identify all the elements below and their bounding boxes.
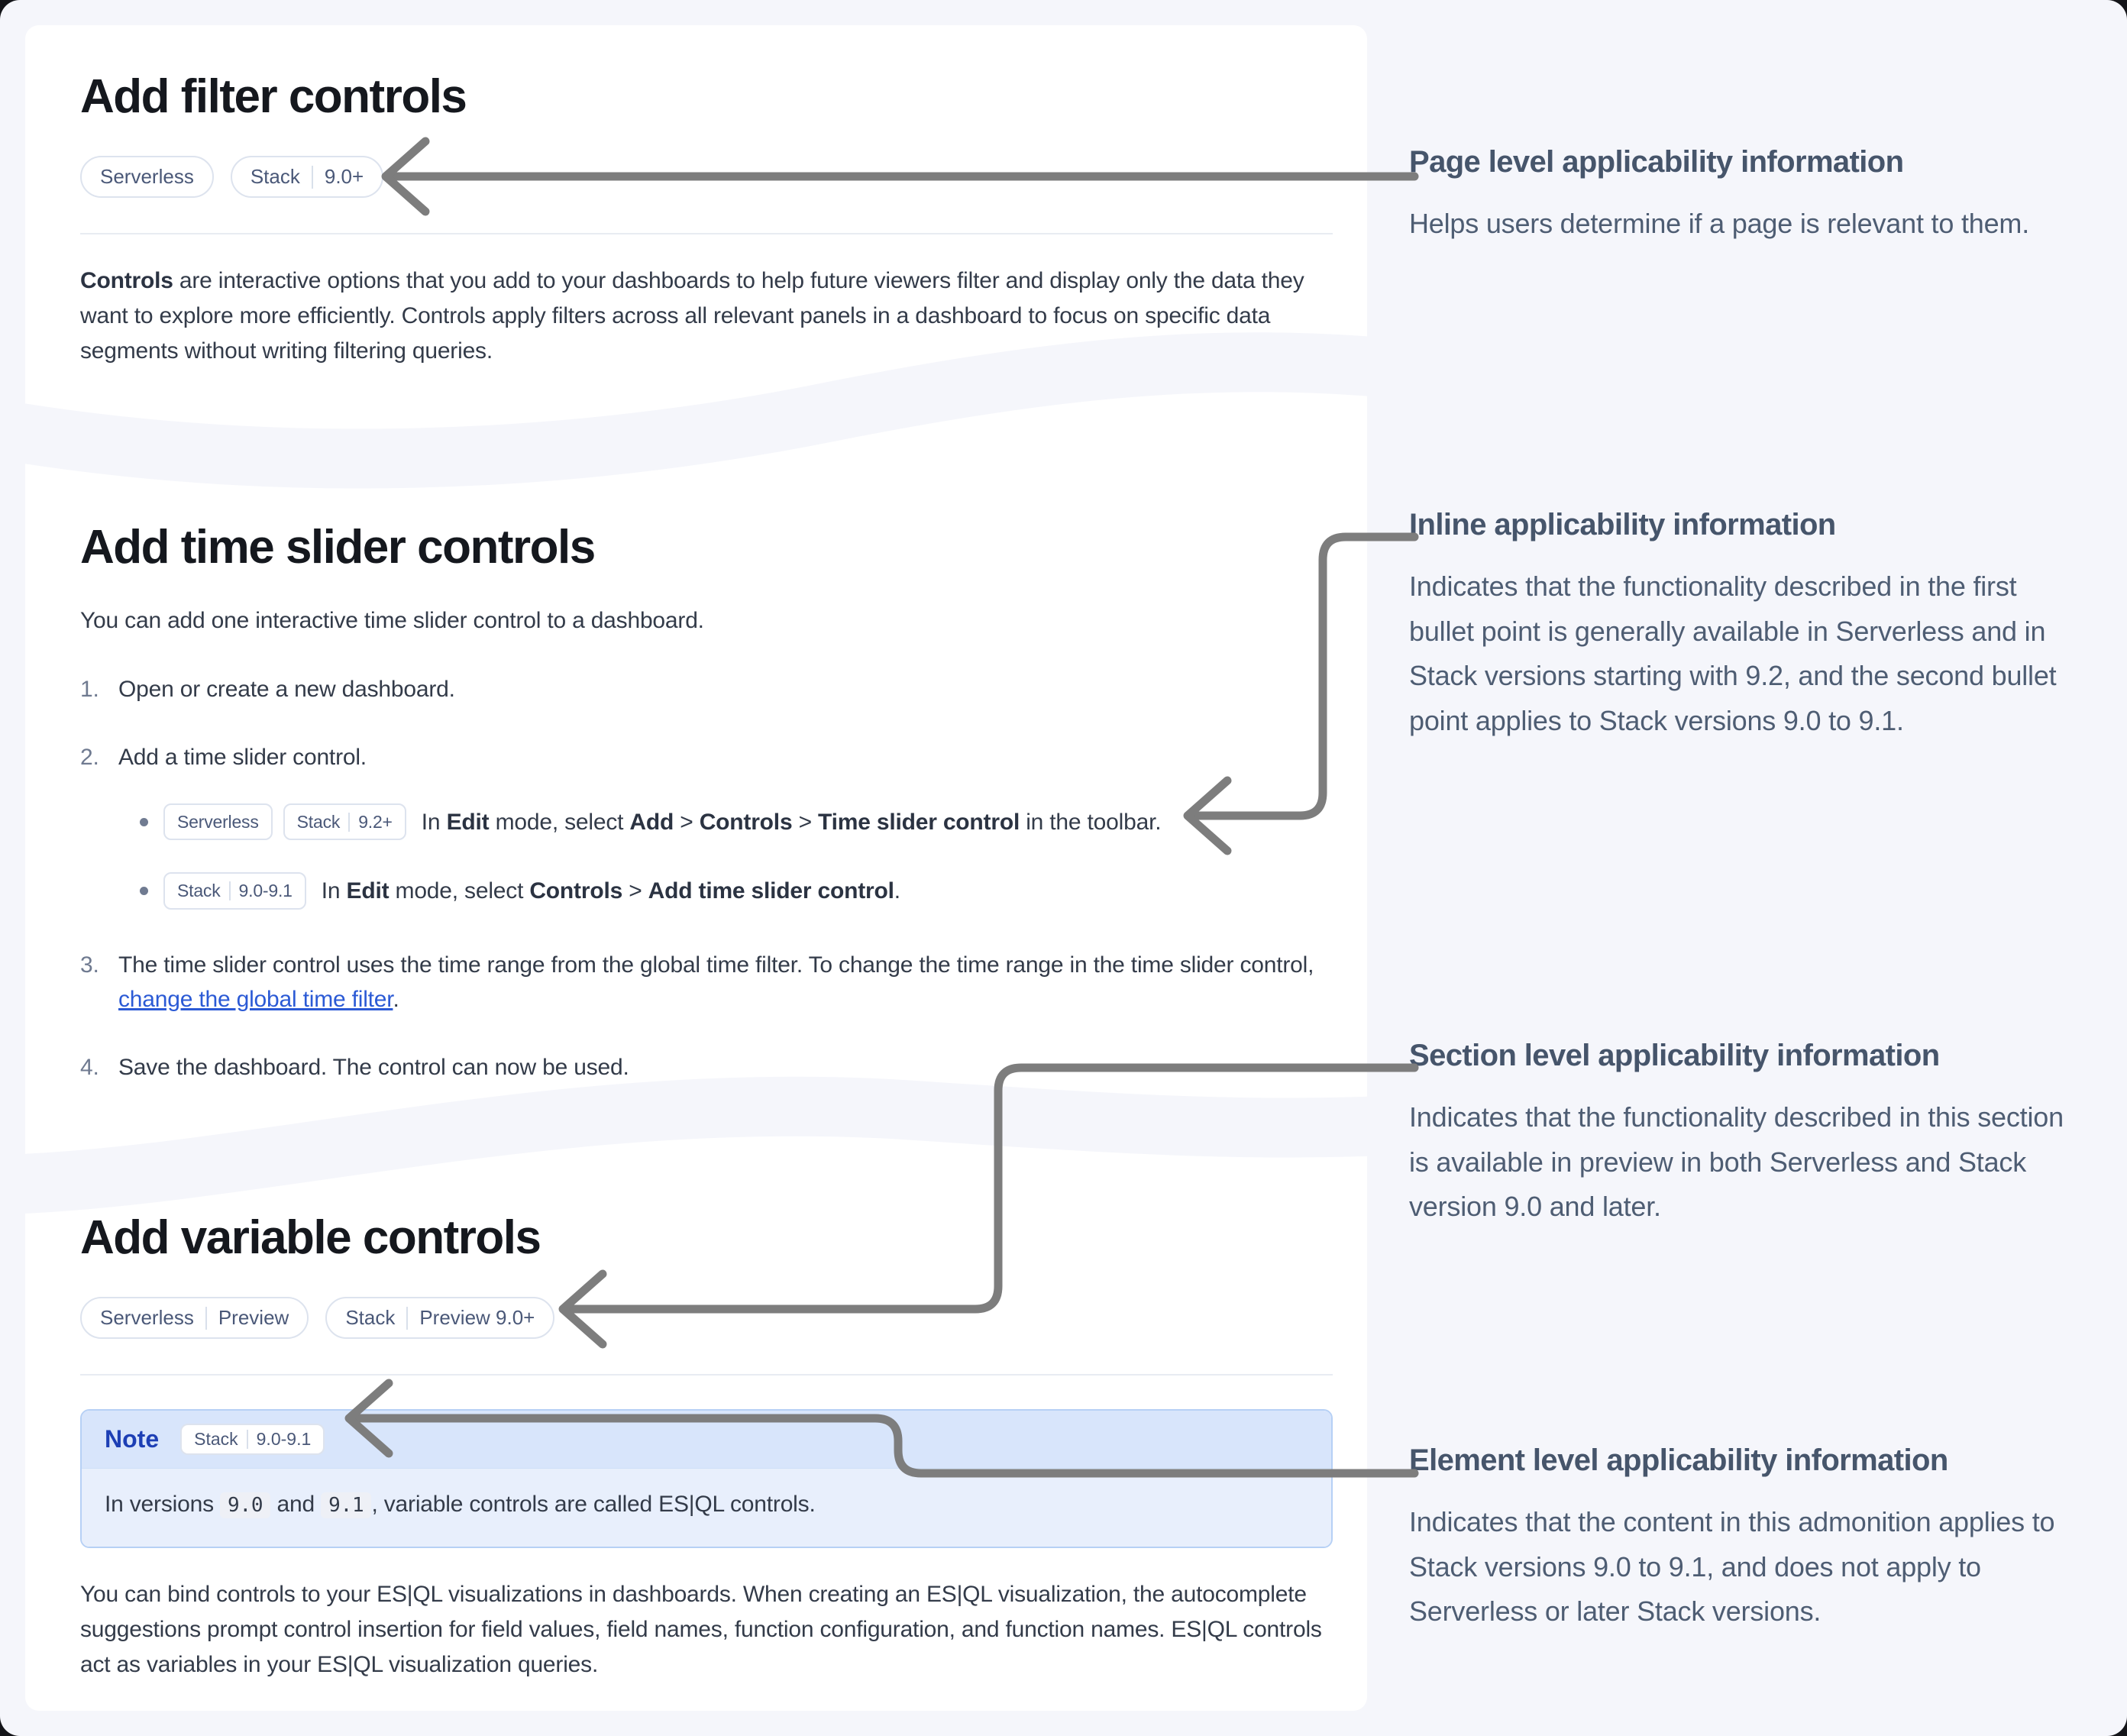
note-body-text: In versions 9.0 and 9.1, variable contro… <box>82 1468 1331 1547</box>
annotation-body: Indicates that the content in this admon… <box>1409 1506 2055 1628</box>
step-text: Save the dashboard. The control can now … <box>118 1054 629 1080</box>
annotation-title: Element level applicability information <box>1409 1443 1948 1477</box>
annotation-title: Section level applicability information <box>1409 1039 1940 1072</box>
section-title: Add time slider controls <box>80 521 596 574</box>
badge-divider <box>205 1306 207 1330</box>
divider <box>80 1374 1333 1376</box>
step-item: 1. Open or create a new dashboard. <box>80 672 1333 706</box>
note-label: Note <box>105 1425 160 1453</box>
applicability-badge: Serverless <box>163 803 273 841</box>
step-text: Add a time slider control. <box>118 744 367 770</box>
ordered-steps: 1. Open or create a new dashboard. 2. Add a… <box>80 672 1333 1085</box>
step-number: 2. <box>80 744 99 770</box>
annotation-title: Page level applicability information <box>1409 145 1904 179</box>
annotation-body: Indicates that the functionality describ… <box>1409 1101 2064 1223</box>
badge-divider <box>406 1306 409 1330</box>
inline-link[interactable]: change the global time filter <box>118 986 393 1012</box>
divider <box>80 233 1333 234</box>
bullet-dot <box>140 817 148 826</box>
step-item: 4. Save the dashboard. The control can no… <box>80 1050 1333 1085</box>
step-text: The time slider control uses the time ra… <box>118 952 1314 1012</box>
section-title: Add variable controls <box>80 1211 541 1264</box>
badge-divider <box>311 165 313 189</box>
step-item: 3. The time slider control uses the time … <box>80 948 1333 1017</box>
intro-paragraph: Controls are interactive options that yo… <box>80 268 1304 364</box>
badge-divider <box>348 812 351 832</box>
section-intro: You can add one interactive time slider … <box>80 608 704 633</box>
bullet-text: In Edit mode, select Add > Controls > Ti… <box>421 809 1162 835</box>
step-text: Open or create a new dashboard. <box>118 676 455 702</box>
bullet-dot <box>140 887 148 896</box>
bullet-text: In Edit mode, select Controls > Add time… <box>321 878 900 904</box>
page-title: Add filter controls <box>80 70 467 123</box>
annotation-title: Inline applicability information <box>1409 508 1836 541</box>
code-chip: 9.0 <box>220 1492 271 1518</box>
step-number: 3. <box>80 952 99 978</box>
annotation-body: Indicates that the functionality describ… <box>1409 571 2057 737</box>
applicability-badge: Serverless <box>80 156 214 198</box>
badge-divider <box>246 1430 248 1449</box>
closing-paragraph: You can bind controls to your ES|QL visu… <box>80 1582 1322 1677</box>
section-add-time-slider-controls: Add time slider controls You can add one… <box>80 520 1333 1118</box>
code-chip: 9.1 <box>321 1492 372 1518</box>
step-number: 4. <box>80 1054 99 1080</box>
badge-divider <box>228 881 231 901</box>
step-number: 1. <box>80 676 99 702</box>
annotation-body: Helps users determine if a page is relev… <box>1409 208 2030 239</box>
